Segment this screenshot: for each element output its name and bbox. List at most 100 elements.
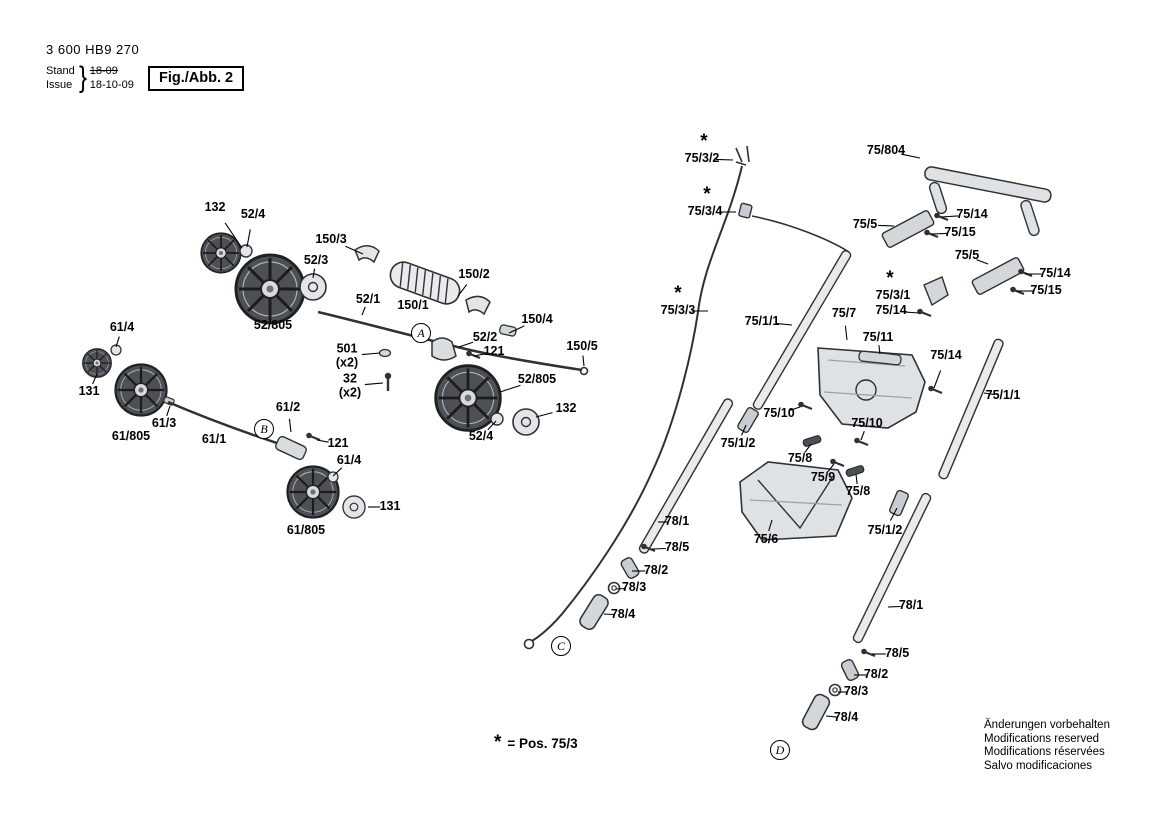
grommet-150-5 [579, 366, 589, 376]
part-callout-75-8: 75/8 [845, 484, 871, 499]
leader-line [288, 418, 292, 433]
leader-line [166, 405, 171, 417]
section-marker-a: A [411, 323, 431, 343]
part-callout-61-805: 61/805 [111, 429, 151, 444]
rear-wheel-assembly [82, 344, 366, 519]
leader-line [345, 245, 364, 255]
part-callout-78-3: 78/3 [621, 580, 647, 595]
bracket-61-2 [275, 435, 307, 461]
leader-line [827, 463, 835, 473]
upper-tube-left-75-1-1 [752, 250, 852, 410]
screw-32 [384, 372, 392, 391]
part-callout-75-14: 75/14 [930, 348, 962, 363]
part-callout-75-1-1: 75/1/1 [744, 314, 780, 329]
leader-line [903, 311, 920, 314]
leader-line [930, 232, 948, 235]
part-callout-75-5: 75/5 [954, 248, 980, 263]
cable-end-loop [523, 638, 535, 650]
lower-tube-right-78-1 [852, 492, 932, 644]
leader-line [115, 336, 120, 348]
leader-line [582, 355, 585, 367]
grip-pad-75-5-left [881, 210, 935, 248]
part-callout-150-1: 150/1 [397, 298, 429, 313]
part-callout-75-3-1: 75/3/1 [875, 288, 911, 303]
legal-note-es: Salvo modificaciones [984, 759, 1093, 772]
leader-line [825, 715, 838, 718]
part-callout-78-5: 78/5 [884, 646, 910, 661]
part-callout-78-3: 78/3 [843, 684, 869, 699]
leader-line [715, 158, 734, 161]
handle-assembly [579, 166, 1052, 731]
leader-line [457, 284, 468, 297]
bracket-52-2 [431, 337, 457, 361]
leader-line [878, 345, 881, 355]
deck-housing-75-6 [739, 461, 853, 541]
leader-line [860, 431, 865, 441]
part-callout-61-1: 61/1 [201, 432, 227, 447]
footnote-text: = Pos. 75/3 [507, 736, 578, 751]
part-callout-75-1-2: 75/1/2 [720, 436, 756, 451]
part-callout-131: 131 [379, 499, 401, 514]
part-callout-78-1: 78/1 [664, 514, 690, 529]
section-marker-b: B [254, 419, 274, 439]
wedge-75-3-1 [923, 276, 949, 307]
leader-line [535, 412, 553, 418]
leader-line [804, 443, 812, 453]
leader-line [877, 224, 895, 227]
clamp-150-4 [499, 324, 517, 337]
part-callout-75-3-4: 75/3/4 [687, 204, 723, 219]
leader-line [741, 424, 747, 436]
part-callout-32: 32(x2) [338, 371, 362, 399]
part-callout-75-14: 75/14 [1039, 266, 1071, 281]
part-callout-501: 501(x2) [335, 341, 359, 369]
clamp-150-3 [354, 245, 380, 264]
hubcap-52-4-right [490, 412, 504, 426]
part-callout-61-805: 61/805 [286, 523, 326, 538]
leader-line [887, 605, 901, 608]
handle-grip-75-804 [924, 166, 1052, 203]
part-callout-78-2: 78/2 [863, 667, 889, 682]
leader-line [889, 507, 898, 521]
legal-note-fr: Modifications réservées [984, 746, 1105, 758]
part-callout-75-3-2: 75/3/2 [684, 151, 720, 166]
part-callout-52-805: 52/805 [253, 318, 293, 333]
footnote-star: * [494, 732, 502, 753]
part-callout-75-10: 75/10 [851, 416, 883, 431]
leader-line [983, 392, 995, 396]
section-marker-c: C [551, 636, 571, 656]
leader-line [361, 352, 381, 356]
front-wheel-assembly [200, 232, 589, 436]
revision-brace: } [78, 61, 87, 94]
part-callout-75-6: 75/6 [753, 532, 779, 547]
document-part-number: 3 600 HB9 270 [46, 42, 140, 57]
part-callout-75-14: 75/14 [875, 303, 907, 318]
part-callout-75-7: 75/7 [831, 306, 857, 321]
leader-line [332, 467, 343, 477]
leader-line [651, 547, 666, 550]
part-callout-61-2: 61/2 [275, 400, 301, 415]
hubcap-61-4 [110, 344, 122, 356]
part-callout-52-805: 52/805 [517, 372, 557, 387]
leader-line [768, 519, 773, 532]
leader-line [976, 259, 989, 265]
section-marker-d: D [770, 740, 790, 760]
footnote-star-marker: * [674, 282, 682, 304]
part-callout-75-1-2: 75/1/2 [867, 523, 903, 538]
spring-150-1 [389, 261, 461, 305]
bar-75-11 [858, 350, 902, 366]
part-callout-75-15: 75/15 [1030, 283, 1062, 298]
stand-label: Stand [46, 65, 75, 77]
legal-note-en: Modifications reserved [984, 732, 1100, 745]
part-callout-121: 121 [327, 436, 349, 451]
leader-line [361, 306, 366, 316]
legal-notes: Änderungen vorbehalten Modifications res… [984, 719, 1110, 773]
leader-line [901, 153, 921, 159]
leader-line [246, 229, 251, 248]
part-callout-52-4: 52/4 [468, 429, 494, 444]
part-callout-78-4: 78/4 [833, 710, 859, 725]
leader-line [316, 439, 329, 443]
part-callout-78-4: 78/4 [610, 607, 636, 622]
leader-line [364, 382, 384, 386]
